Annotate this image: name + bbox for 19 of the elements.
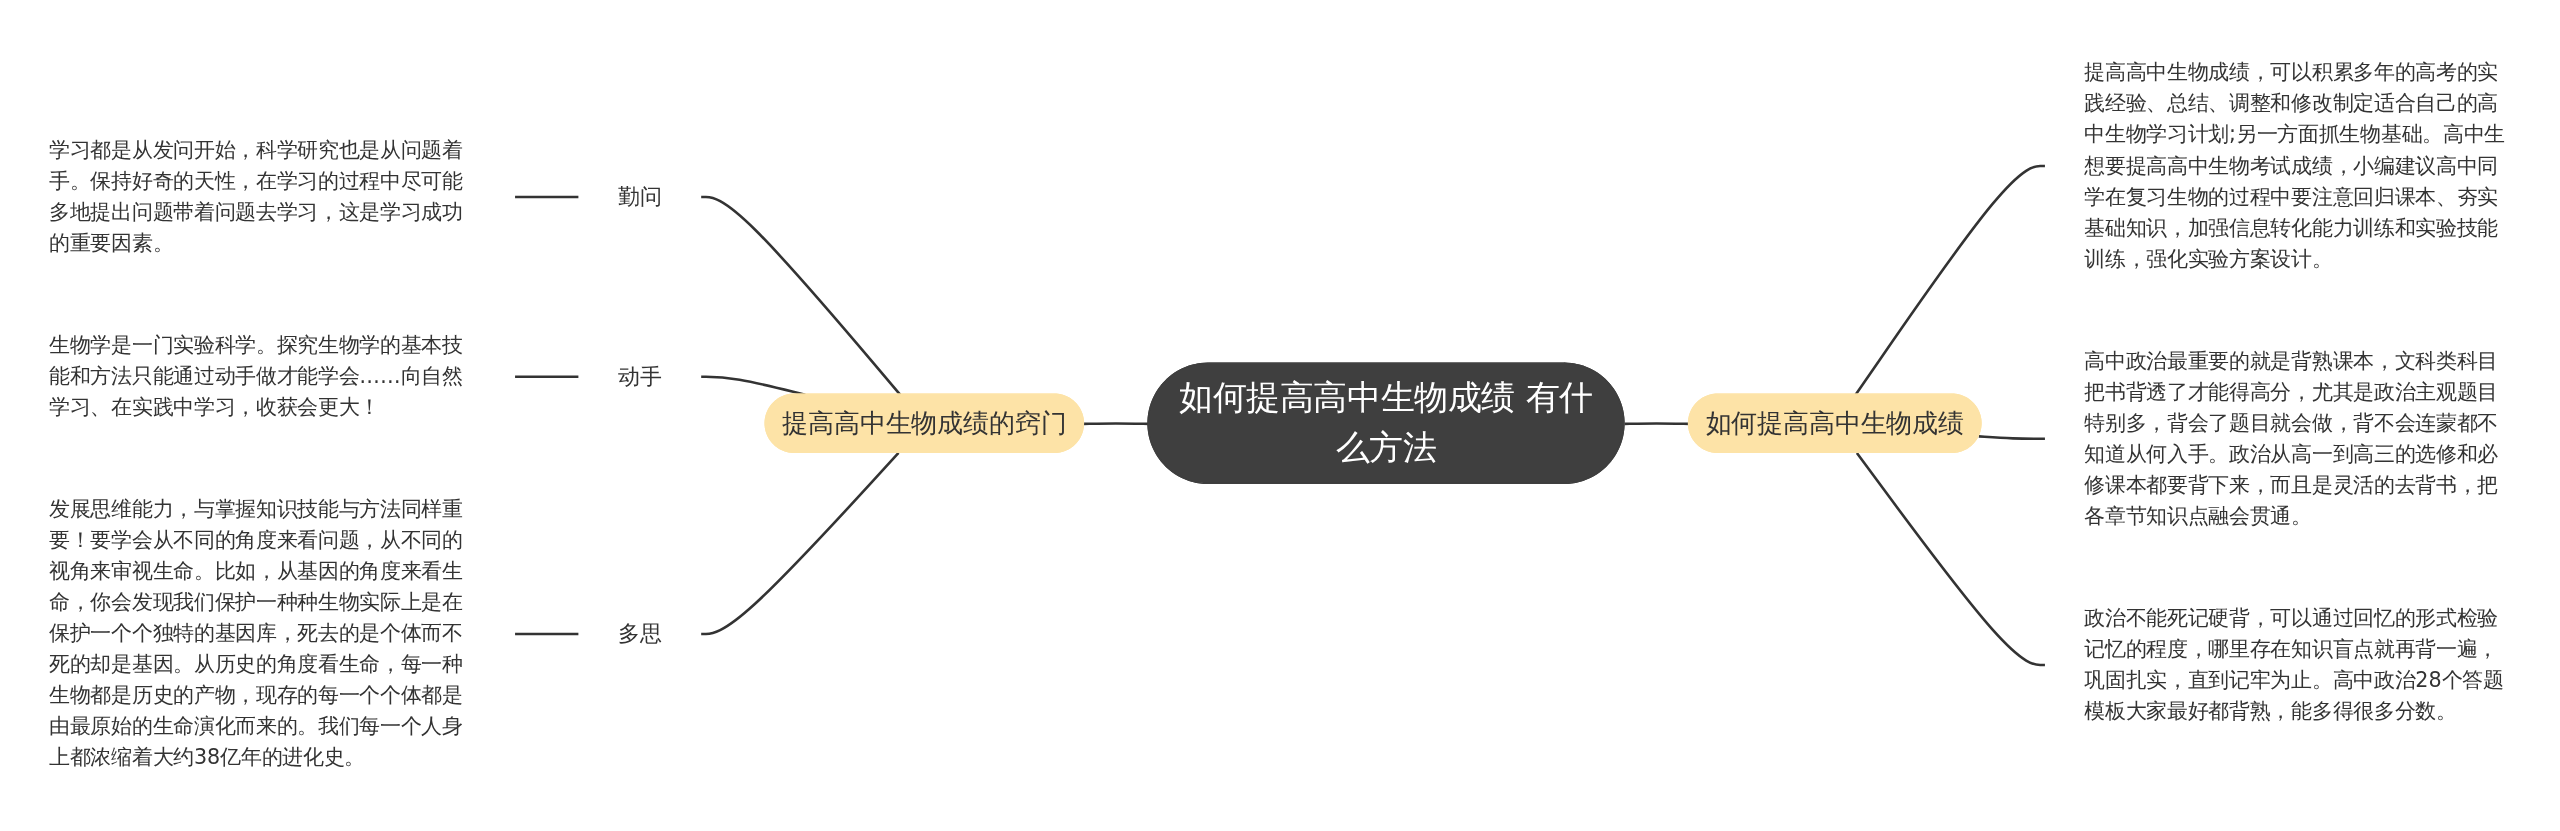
connector	[1978, 435, 2046, 441]
connector	[514, 632, 580, 636]
connector	[1854, 164, 2046, 396]
node-text: 勤问	[617, 183, 662, 210]
node-text: 政治不能死记硬背，可以通过回忆的形式检验记忆的程度，哪里存在知识盲点就再背一遍，巩固扎实，直到记牢为止。高中政治28个答题模板大家最好都背熟，能多得很多分数。	[2084, 605, 2504, 724]
node-text: 多思	[617, 620, 662, 646]
node-text: 学习都是从发问开始，科学研究也是从问题着手。保持好奇的天性，在学习的过程中尽可能多地提出问题带着问题去学习，这是学习成功的重要因素。	[49, 137, 463, 256]
node-text: 生物学是一门实验科学。探究生物学的基本技能和方法只能通过动手做才能学会……向自然学习、在实践中学习，收获会更大！	[49, 332, 463, 420]
node-text: 发展思维能力，与掌握知识技能与方法同样重要！要学会从不同的角度来看问题，从不同的视角来审视生命。比如，从基因的角度来看生命，你会发现我们保护一种种生物实际上是在保护一个个独特的基因库，死去的是个体而不死的却是基因。从历史的角度看生命，每一种生物都是历史的产物，现存的每一个个体都是由最原始的生命演化而来的。我们每一个人身上都浓缩着大约38亿年的进化史。	[49, 496, 463, 770]
connector	[514, 195, 580, 199]
node-text: 动手	[617, 362, 662, 389]
connector	[700, 195, 902, 396]
connector	[514, 375, 580, 378]
connector	[1084, 422, 1149, 426]
node-text: 高中政治最重要的就是背熟课本，文科类科目把书背透了才能得高分，尤其是政治主观题目特别多，背会了题目就会做，背不会连蒙都不知道从何入手。政治从高一到高三的选修和必修课本都要背下来，而且是灵活的去背书，把各章节知识点融会贯通。	[2084, 348, 2498, 528]
connector	[700, 452, 900, 636]
node-text: 提高高中生物成绩，可以积累多年的高考的实践经验、总结、调整和修改制定适合自己的高中生物学习计划;另一方面抓生物基础。高中生想要提高高中生物考试成绩，小编建议高中同学在复习生物的过程中要注意回归课本、夯实基础知识，加强信息转化能力训练和实验技能训练，强化实验方案设计。	[2084, 60, 2505, 271]
connector	[700, 375, 806, 397]
connector	[1855, 452, 2046, 667]
